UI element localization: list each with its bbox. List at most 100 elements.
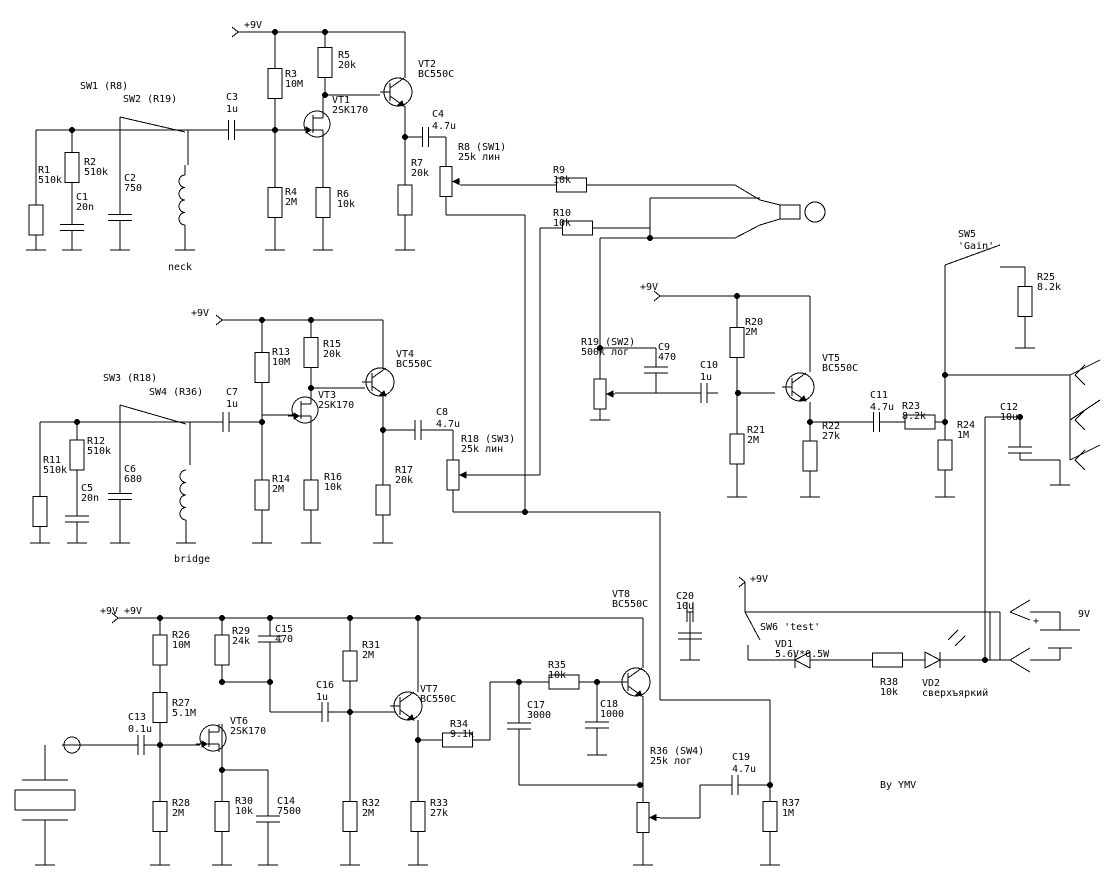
wire: [1009, 599, 1031, 613]
resistor: [317, 47, 333, 78]
junction-dot: [322, 29, 328, 35]
piezo-input: [63, 736, 81, 754]
label-supply-battery_plus: +: [1033, 616, 1039, 627]
label-parts-vt5-1: BC550C: [822, 363, 858, 374]
label-supply-plus9: +9V: [640, 282, 658, 293]
wire: [744, 611, 761, 641]
wiper-arrow: [605, 390, 614, 398]
resistor: [342, 650, 358, 682]
junction-dot: [415, 615, 421, 621]
components: [14, 47, 1070, 866]
label-parts-r11-1: 510k: [43, 465, 67, 476]
resistor: [152, 692, 168, 723]
gate-arrow: [305, 126, 312, 134]
label-parts-r14-1: 2M: [272, 484, 284, 495]
label-parts-c8-0: C8: [436, 407, 448, 418]
label-supply-battery: 9V: [1078, 609, 1090, 620]
label-parts-r13-0: R13: [272, 347, 290, 358]
pickup-coil: [178, 174, 186, 226]
junction-dot: [267, 615, 273, 621]
wire: [1069, 359, 1101, 376]
label-parts-r19-1: 500k лог: [581, 347, 629, 358]
label-parts-r3-1: 10M: [285, 79, 303, 90]
resistor: [397, 184, 413, 216]
label-parts-sw2-0: SW2 (R19): [123, 94, 177, 105]
label-parts-vt7-0: VT7: [420, 684, 438, 695]
label-parts-vt8-1: BC550C: [612, 599, 648, 610]
resistor: [69, 439, 85, 471]
wire: [119, 404, 187, 425]
label-parts-r15-0: R15: [323, 339, 341, 350]
wire: [759, 199, 781, 206]
label-parts-c20-1: 10u: [676, 601, 694, 612]
label-parts-vd2-0: VD2: [922, 678, 940, 689]
label-parts-vt2-1: BC550C: [418, 69, 454, 80]
resistor: [214, 634, 230, 666]
wire: [1074, 449, 1086, 461]
label-parts-c13-1: 0.1u: [128, 724, 152, 735]
label-parts-r24-0: R24: [957, 420, 975, 431]
label-parts-r2-0: R2: [84, 157, 96, 168]
label-parts-c2-1: 750: [124, 183, 142, 194]
resistor: [267, 68, 283, 99]
label-parts-c19-0: C19: [732, 752, 750, 763]
wire: [1069, 444, 1101, 461]
label-parts-c2-0: C2: [124, 173, 136, 184]
label-parts-c17-1: 3000: [527, 710, 551, 721]
label-labels-sw6: SW6 'test': [760, 622, 820, 633]
wire: [738, 576, 746, 583]
resistor: [410, 801, 426, 832]
label-parts-sw1-0: SW1 (R8): [80, 81, 128, 92]
resistor: [904, 414, 936, 430]
wire: [371, 367, 387, 379]
resistor: [254, 352, 270, 383]
label-parts-r37-1: 1M: [782, 808, 794, 819]
label-parts-r32-1: 2M: [362, 808, 374, 819]
label-parts-r26-0: R26: [172, 630, 190, 641]
label-parts-r35-1: 10k: [548, 670, 566, 681]
wire: [399, 691, 415, 703]
label-parts-r4-1: 2M: [285, 197, 297, 208]
resistor: [342, 801, 358, 832]
label-parts-r28-1: 2M: [172, 808, 184, 819]
wire: [1074, 459, 1086, 471]
label-labels-sw5_name: SW5: [958, 229, 976, 240]
wire: [734, 224, 761, 239]
label-parts-r29-1: 24k: [232, 636, 250, 647]
label-parts-vd1-1: 5.6V*0.5W: [775, 649, 830, 660]
potentiometer: [636, 802, 650, 833]
resistor: [64, 152, 80, 183]
wire: [231, 26, 239, 33]
label-parts-c7-0: C7: [226, 387, 238, 398]
wire: [1074, 374, 1086, 386]
label-parts-r30-0: R30: [235, 796, 253, 807]
label-parts-r26-1: 10M: [172, 640, 190, 651]
label-parts-r3-0: R3: [285, 69, 297, 80]
label-parts-r36-1: 25k лог: [650, 756, 692, 767]
label-parts-r21-1: 2M: [747, 435, 759, 446]
wire: [653, 295, 661, 302]
label-parts-vt6-1: 2SK170: [230, 726, 266, 737]
label-parts-r28-0: R28: [172, 798, 190, 809]
resistor: [937, 439, 953, 471]
label-supply-plus9: +9V: [100, 606, 118, 617]
wiper-arrow: [458, 471, 467, 479]
label-parts-r27-1: 5.1M: [172, 708, 196, 719]
label-parts-r34-1: 9.1k: [450, 729, 474, 740]
wire: [1074, 364, 1086, 376]
wire: [944, 244, 1001, 266]
resistor: [442, 732, 473, 748]
label-supply-plus9: +9V: [124, 606, 142, 617]
label-parts-r18-1: 25k лин: [461, 444, 503, 455]
label-parts-r33-0: R33: [430, 798, 448, 809]
resistor: [152, 801, 168, 832]
label-parts-c11-0: C11: [870, 390, 888, 401]
jfet-transistor: [199, 724, 227, 752]
junction-dot: [637, 782, 643, 788]
label-parts-c15-0: C15: [275, 624, 293, 635]
label-parts-c4-0: C4: [432, 109, 444, 120]
label-parts-r5-1: 20k: [338, 60, 356, 71]
wire: [1009, 647, 1031, 661]
resistor: [214, 801, 230, 832]
label-parts-c10-1: 1u: [700, 372, 712, 383]
